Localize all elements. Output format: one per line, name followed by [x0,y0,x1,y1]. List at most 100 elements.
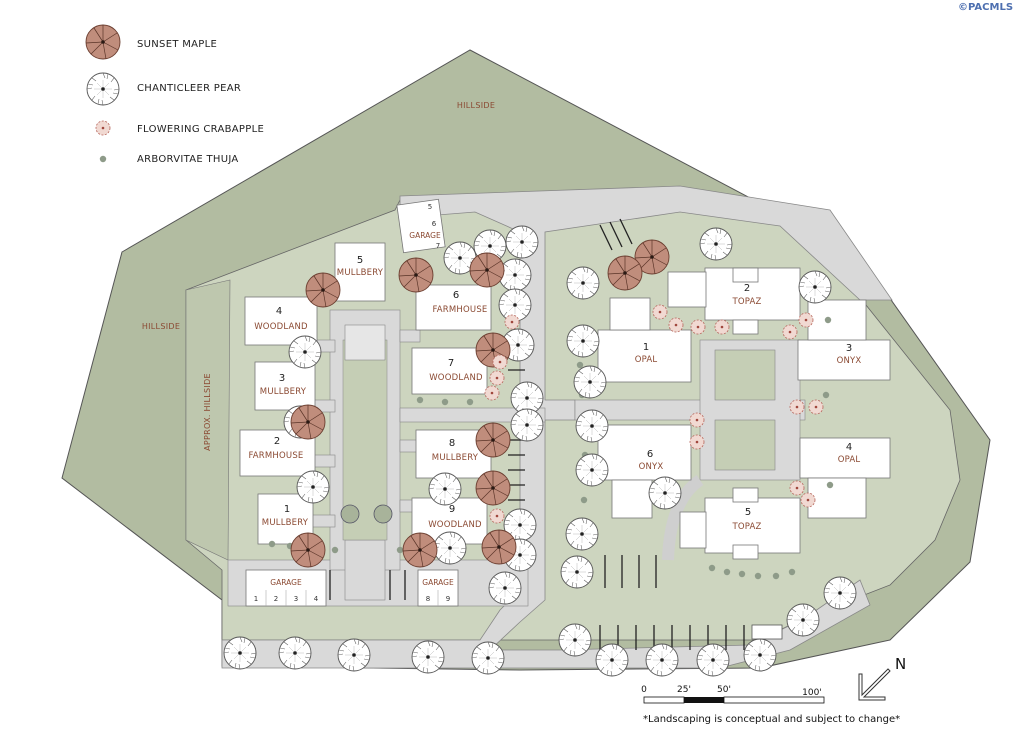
sunset-maple-tree-icon-11 [402,532,438,568]
dumpster-pad [751,624,783,640]
garage-middle-label: GARAGE [422,578,454,587]
approx-hillside-label: APPROX. HILLSIDE [203,373,212,451]
arborvitae-thuja-shrub-icon-17 [331,546,339,554]
building-3-mullbery-number: 3 [279,373,285,384]
legend-sunset-maple-icon [85,24,121,60]
arborvitae-thuja-shrub-icon-16 [824,316,832,324]
sunset-maple-tree-icon-9 [475,470,511,506]
flowering-crabapple-tree-icon-3 [489,370,505,386]
building-6-onyx-number: 6 [647,449,653,460]
chanticleer-pear-tree-icon-16 [510,408,544,442]
arborvitae-thuja-shrub-icon-14 [822,391,830,399]
scale-bar [643,696,825,704]
flowering-crabapple-tree-icon-5 [652,304,668,320]
chanticleer-pear-tree-icon-19 [573,365,607,399]
flowering-crabapple-tree-icon-15 [789,480,805,496]
garage-left-label: GARAGE [270,578,302,587]
sunset-maple-tree-icon-3 [469,252,505,288]
garage-left-bay-3: 3 [294,595,298,603]
flowering-crabapple-tree-icon-12 [689,434,705,450]
arborvitae-thuja-shrub-icon-18 [396,546,404,554]
landscaping-note: *Landscaping is conceptual and subject t… [643,714,900,725]
fountain-right [373,504,393,524]
chanticleer-pear-tree-icon-17 [566,266,600,300]
flowering-crabapple-tree-icon-10 [798,312,814,328]
building-6-farmhouse-number: 6 [453,290,459,301]
building-3-onyx-name: ONYX [837,356,862,366]
chanticleer-pear-tree-icon-24 [648,476,682,510]
arborvitae-thuja-shrub-icon-2 [441,398,449,406]
garage-left-bay-1: 1 [254,595,258,603]
flowering-crabapple-tree-icon-7 [690,319,706,335]
sunset-maple-tree-icon-10 [290,532,326,568]
building-7-woodland-number: 7 [448,358,454,369]
chanticleer-pear-tree-icon-38 [823,576,857,610]
chanticleer-pear-tree-icon-21 [575,453,609,487]
arborvitae-thuja-shrub-icon-8 [708,564,716,572]
arborvitae-thuja-shrub-icon-7 [580,496,588,504]
arborvitae-thuja-shrub-icon-4 [576,361,584,369]
garage-top-bay-7: 7 [436,242,440,250]
legend-flowering-crabapple-label: FLOWERING CRABAPPLE [137,124,264,135]
chanticleer-pear-tree-icon-29 [337,638,371,672]
building-4-woodland-name: WOODLAND [254,322,308,332]
building-1-opal-name: OPAL [635,355,658,365]
chanticleer-pear-tree-icon-14 [488,571,522,605]
building-5-topaz-number: 5 [745,507,751,518]
chanticleer-pear-tree-icon-11 [433,531,467,565]
building-4-opal-number: 4 [846,442,852,453]
arborvitae-thuja-shrub-icon-10 [738,570,746,578]
garage-top-bay-5: 5 [428,203,432,211]
arborvitae-thuja-shrub-icon-15 [826,481,834,489]
chanticleer-pear-tree-icon-27 [223,636,257,670]
sunset-maple-tree-icon-7 [290,404,326,440]
chanticleer-pear-tree-icon-31 [471,641,505,675]
garage-middle-bay-8: 8 [426,595,430,603]
north-label: N [895,655,906,673]
legend-sunset-maple-label: SUNSET MAPLE [137,39,217,50]
chanticleer-pear-tree-icon-25 [699,227,733,261]
chanticleer-pear-tree-icon-1 [505,225,539,259]
scale-label-25: 25' [677,685,691,695]
chanticleer-pear-tree-icon-28 [278,636,312,670]
sunset-maple-tree-icon-5 [607,255,643,291]
chanticleer-pear-tree-icon-36 [743,638,777,672]
flowering-crabapple-tree-icon-1 [504,314,520,330]
building-2-topaz-name: TOPAZ [731,297,761,307]
building-3-mullbery-name: MULLBERY [260,387,307,397]
building-5-mullbery-name: MULLBERY [337,268,384,278]
chanticleer-pear-tree-icon-4 [498,258,532,292]
building-7-woodland-name: WOODLAND [429,373,483,383]
building-2-farmhouse-number: 2 [274,436,280,447]
chanticleer-pear-tree-icon-35 [696,643,730,677]
chanticleer-pear-tree-icon-7 [288,335,322,369]
legend-flowering-crabapple-icon [95,120,111,136]
arborvitae-thuja-shrub-icon-13 [788,568,796,576]
north-arrow-icon [858,668,891,701]
chanticleer-pear-tree-icon-18 [566,324,600,358]
arborvitae-thuja-shrub-icon-9 [723,568,731,576]
scale-label-0: 0 [641,685,647,695]
garage-left-bay-4: 4 [314,595,319,603]
chanticleer-pear-tree-icon-32 [558,623,592,657]
building-2-farmhouse-name: FARMHOUSE [248,451,303,461]
building-1-opal-number: 1 [643,342,649,353]
chanticleer-pear-tree-icon-10 [428,472,462,506]
right-plaza-bottom [714,419,776,471]
legend-arborvitae-thuja-icon [99,155,107,163]
garage-middle-bay-9: 9 [446,595,450,603]
building-6-onyx-name: ONYX [639,462,664,472]
sunset-maple-tree-icon-12 [481,529,517,565]
flowering-crabapple-tree-icon-2 [492,354,508,370]
flowering-crabapple-tree-icon-13 [789,399,805,415]
building-5-mullbery-number: 5 [357,255,363,266]
chanticleer-pear-tree-icon-37 [786,603,820,637]
legend-arborvitae-thuja-label: ARBORVITAE THUJA [137,154,239,165]
chanticleer-pear-tree-icon-34 [645,643,679,677]
chanticleer-pear-tree-icon-33 [595,643,629,677]
scale-label-50: 50' [717,685,731,695]
sunset-maple-tree-icon-8 [475,422,511,458]
building-4-woodland-number: 4 [276,306,282,317]
building-6-farmhouse-name: FARMHOUSE [432,305,487,315]
